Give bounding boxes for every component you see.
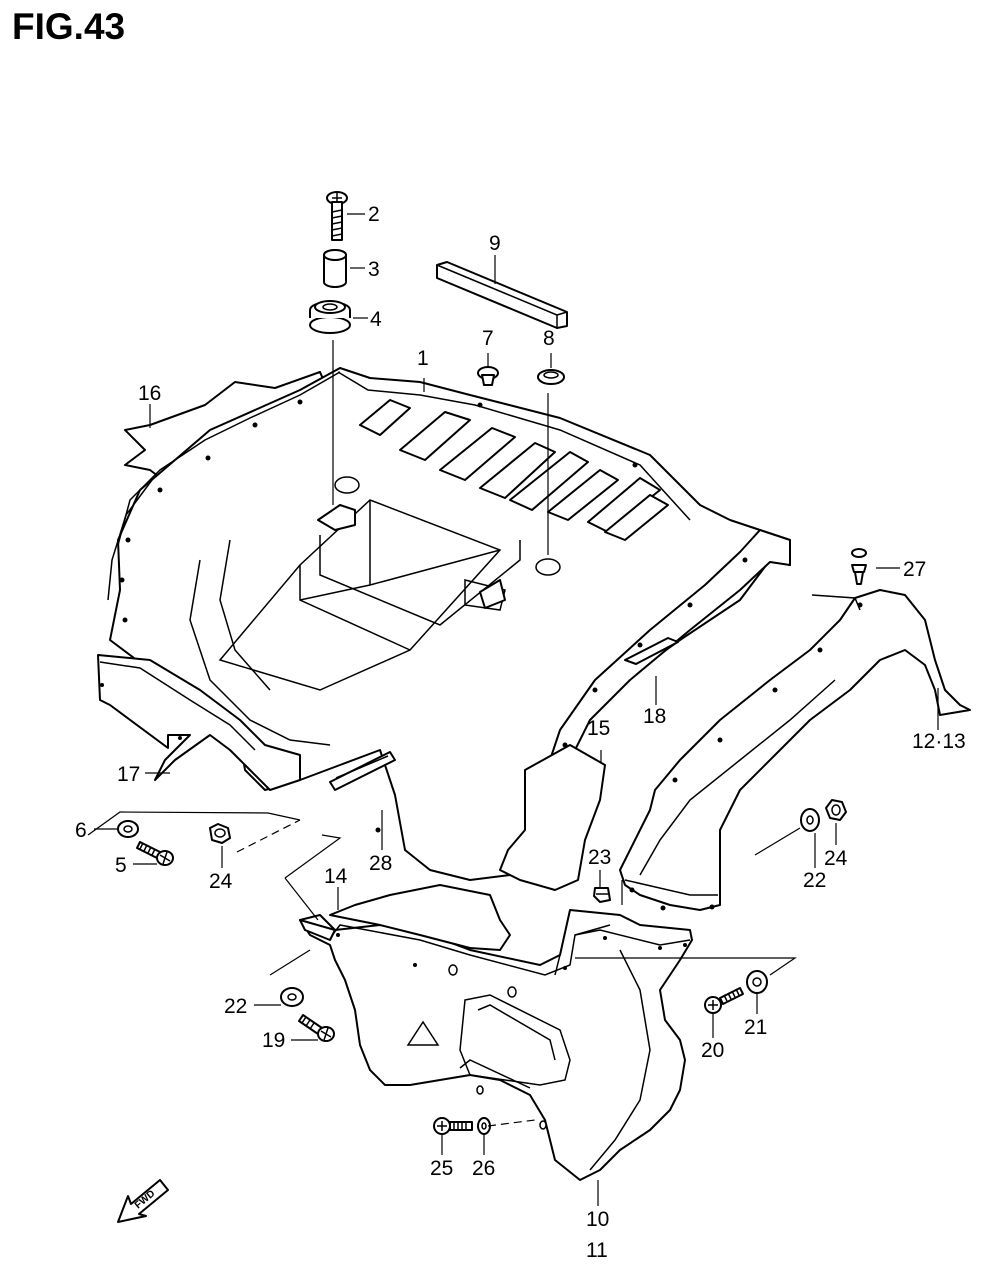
callout-1: 1: [417, 347, 429, 370]
figure-title: FIG.43: [12, 6, 126, 47]
part-8-grommet[interactable]: [537, 369, 565, 385]
callout-8: 8: [543, 327, 555, 350]
part-3-spacer[interactable]: [323, 249, 347, 288]
part-27-clip[interactable]: [851, 548, 867, 585]
part-12-13-fender-flare[interactable]: [619, 589, 971, 911]
part-22-washer-left[interactable]: [280, 987, 304, 1007]
callout-20: 20: [701, 1039, 724, 1062]
callout-28: 28: [369, 852, 392, 875]
part-7-clip[interactable]: [477, 366, 499, 386]
callout-2: 2: [368, 203, 380, 226]
callout-17: 17: [117, 763, 140, 786]
callout-23: 23: [588, 846, 611, 869]
part-22-washer-right[interactable]: [800, 808, 820, 832]
part-17-panel[interactable]: [97, 654, 301, 791]
callout-25: 25: [430, 1157, 453, 1180]
part-20-screw[interactable]: [704, 987, 744, 1014]
callout-3: 3: [368, 258, 380, 281]
part-1-vent-slots: [359, 399, 669, 541]
part-5-screw[interactable]: [136, 841, 174, 866]
part-18-plate[interactable]: [624, 637, 679, 665]
callout-18: 18: [643, 705, 666, 728]
part-15-side-panel[interactable]: [499, 744, 606, 891]
part-12-13-holes: [629, 602, 863, 911]
guide-lines: [87, 811, 801, 1127]
part-23-clip[interactable]: [593, 887, 611, 903]
callout-5: 5: [115, 854, 127, 877]
callout-16: 16: [138, 382, 161, 405]
part-25-screw[interactable]: [433, 1117, 473, 1135]
callout-14: 14: [324, 865, 348, 888]
fwd-arrow-icon: FWD: [117, 1179, 169, 1223]
part-4-grommet[interactable]: [309, 300, 351, 334]
part-21-washer[interactable]: [746, 970, 768, 994]
part-24-nut-left[interactable]: [209, 823, 231, 844]
callout-4: 4: [370, 308, 382, 331]
callout-24-right: 24: [824, 847, 848, 870]
callout-7: 7: [482, 327, 494, 350]
callout-19: 19: [262, 1029, 285, 1052]
callout-labels: 1 2 3 4 5 6 7 8 9 10 11 12·13 14 15 16 1…: [75, 203, 966, 1262]
part-28-emblem[interactable]: [329, 751, 396, 791]
callout-22-right: 22: [803, 869, 826, 892]
part-9-bar[interactable]: [436, 261, 568, 329]
callout-11: 11: [586, 1239, 608, 1262]
callout-9: 9: [489, 232, 501, 255]
part-6-washer[interactable]: [117, 820, 139, 838]
callout-15: 15: [587, 717, 610, 740]
callout-21: 21: [744, 1016, 767, 1039]
callout-6: 6: [75, 819, 87, 842]
part-2-bolt[interactable]: [326, 191, 348, 241]
leader-lines: [94, 213, 939, 1206]
part-19-screw[interactable]: [298, 1014, 335, 1042]
callout-22-left: 22: [224, 995, 247, 1018]
part-14-inner-guard[interactable]: [299, 884, 693, 1181]
callout-12-13: 12·13: [912, 730, 966, 753]
part-24-nut-right[interactable]: [825, 799, 847, 821]
callout-26: 26: [472, 1157, 495, 1180]
callout-27: 27: [903, 558, 926, 581]
callout-10: 10: [586, 1208, 609, 1231]
callout-24-left: 24: [209, 870, 233, 893]
